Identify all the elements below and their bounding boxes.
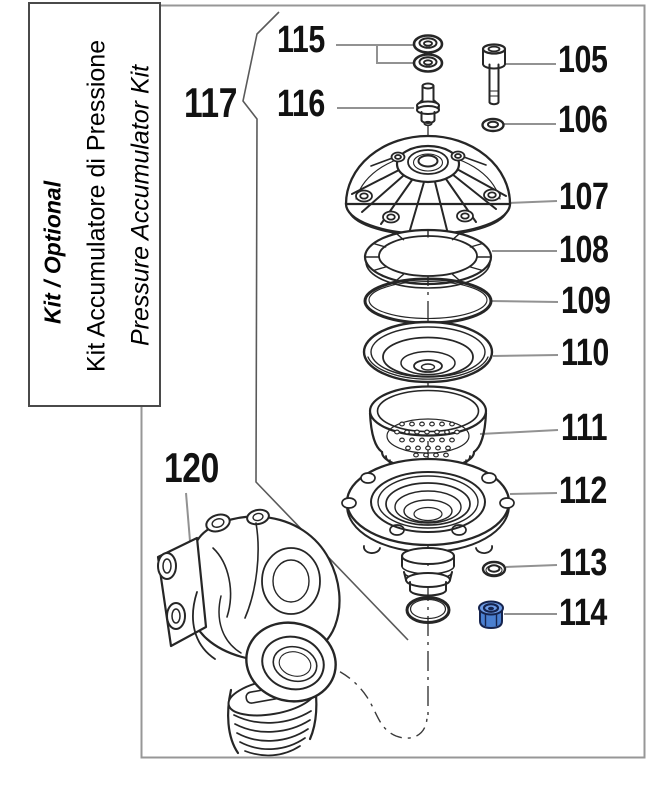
kit-label-english: Pressure Accumulator Kit	[126, 64, 155, 347]
part-label-108: 108	[559, 229, 609, 271]
blue-nut-114-drawing	[478, 600, 504, 629]
part-label-114: 114	[559, 592, 607, 634]
port-oring-drawing	[405, 596, 451, 624]
part-label-111: 111	[561, 407, 608, 449]
part-label-117: 117	[184, 79, 238, 126]
part-label-115: 115	[277, 19, 325, 61]
part-label-109: 109	[561, 280, 611, 322]
part-label-105: 105	[558, 39, 608, 81]
part-label-113: 113	[559, 542, 607, 584]
washer-106-drawing	[481, 117, 505, 133]
leader-lines	[185, 44, 559, 615]
part-label-112: 112	[559, 470, 607, 512]
kit-label-box: Kit / Optional Kit Accumulatore di Press…	[28, 2, 161, 407]
kit-label-title: Kit / Optional	[39, 180, 66, 325]
screw-105-drawing	[481, 43, 507, 106]
flange-112-drawing	[341, 457, 515, 597]
part-label-107: 107	[559, 176, 609, 218]
washers-115-drawing	[412, 34, 444, 73]
part-label-106: 106	[558, 99, 608, 141]
cover-107-drawing	[344, 134, 512, 237]
kit-117-bracket-line	[242, 11, 409, 641]
part-label-116: 116	[277, 83, 325, 125]
pump-head-120-drawing	[156, 508, 341, 757]
washer-113-drawing	[481, 560, 507, 578]
kit-label-italian: Kit Accumulatore di Pressione	[82, 39, 111, 372]
diaphragm-110-drawing	[362, 320, 494, 384]
ring-108-drawing	[363, 228, 493, 289]
part-label-110: 110	[561, 332, 609, 374]
valve-116-drawing	[416, 82, 440, 127]
part-label-120: 120	[164, 444, 219, 491]
